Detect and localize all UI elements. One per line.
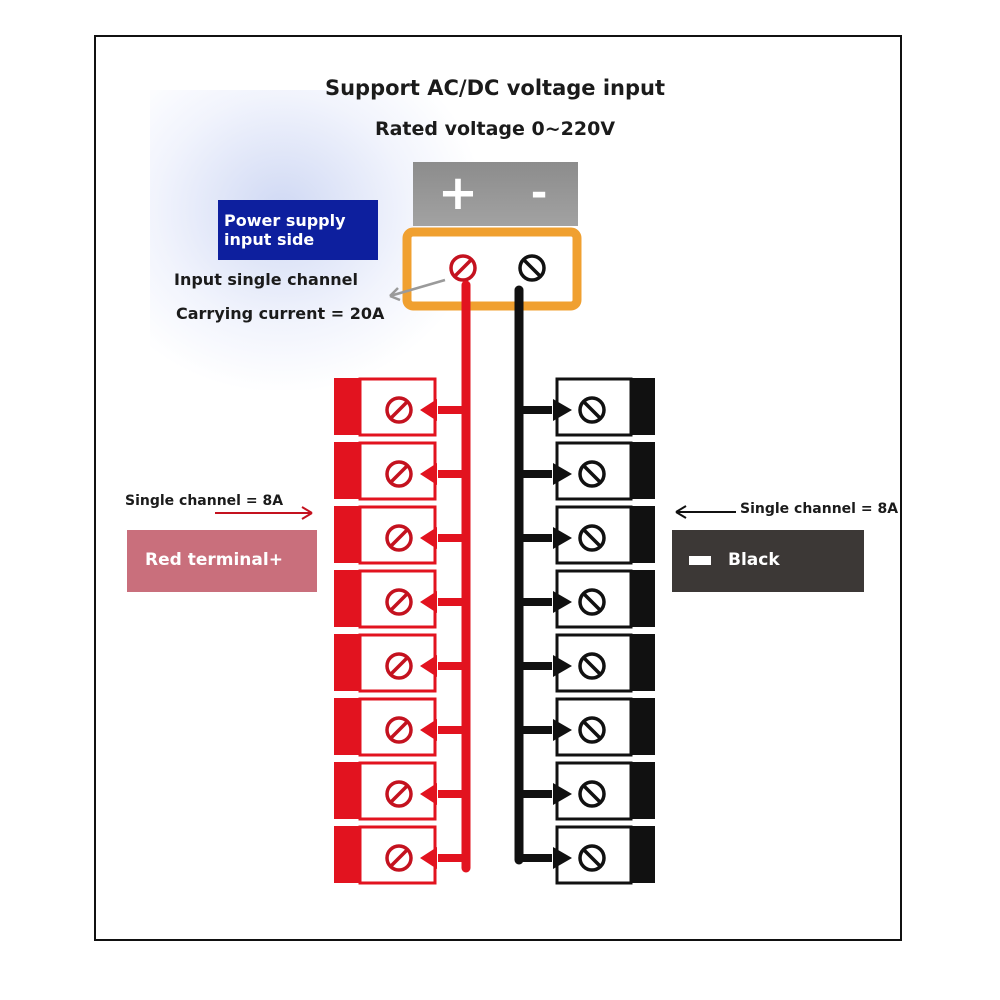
screw-icon	[578, 716, 606, 744]
screw-icon	[578, 460, 606, 488]
screw-icon	[385, 524, 413, 552]
screw-icon	[385, 460, 413, 488]
screw-icon	[578, 524, 606, 552]
red-terminal-2	[334, 441, 466, 501]
screw-icon	[385, 396, 413, 424]
screw-icon	[385, 780, 413, 808]
black-terminal-8	[519, 825, 655, 885]
black-branch-arrow-icon	[519, 463, 572, 485]
black-branch-arrow-icon	[519, 783, 572, 805]
red-terminal-3	[334, 505, 466, 565]
plus-sign-icon: +	[437, 165, 479, 221]
black-terminal-bank	[519, 377, 655, 885]
screw-icon	[578, 780, 606, 808]
red-branch-arrow-icon	[420, 527, 466, 549]
input-current-label: Carrying current = 20A	[176, 304, 385, 323]
red-branch-arrow-icon	[420, 655, 466, 677]
black-channel-current-label: Single channel = 8A	[740, 501, 899, 517]
red-terminal-label: Red terminal+	[145, 550, 283, 570]
input-channel-label: Input single channel	[174, 270, 358, 289]
red-terminal-4	[334, 569, 466, 629]
red-terminal-8	[334, 825, 466, 885]
left-current-arrow-icon	[215, 506, 313, 520]
screw-icon	[385, 652, 413, 680]
red-terminal-5	[334, 633, 466, 693]
title-rated-voltage: Rated voltage 0~220V	[374, 118, 616, 140]
red-terminal-1	[334, 377, 466, 437]
red-branch-arrow-icon	[420, 719, 466, 741]
red-terminal-bank	[334, 377, 466, 885]
black-terminal-7	[519, 761, 655, 821]
title-voltage-input: Support AC/DC voltage input	[324, 76, 666, 100]
power-supply-label-line1: Power supply	[224, 211, 346, 230]
input-screw-positive-icon	[449, 254, 477, 282]
black-terminal-badge: Black terminal	[672, 530, 864, 630]
red-branch-arrow-icon	[420, 463, 466, 485]
screw-icon	[578, 588, 606, 616]
black-terminal-6	[519, 697, 655, 757]
black-terminal-5	[519, 633, 655, 693]
screw-icon	[578, 396, 606, 424]
red-terminal-7	[334, 761, 466, 821]
red-terminal-6	[334, 697, 466, 757]
red-branch-arrow-icon	[420, 591, 466, 613]
black-branch-arrow-icon	[519, 591, 572, 613]
polarity-sign-bar: + -	[413, 162, 578, 226]
screw-icon	[385, 588, 413, 616]
minus-bar-icon	[689, 556, 711, 565]
screw-icon	[385, 844, 413, 872]
input-terminal-block	[402, 227, 582, 311]
power-supply-input-label: Power supply input side	[218, 200, 378, 260]
red-branch-arrow-icon	[420, 399, 466, 421]
red-branch-arrow-icon	[420, 847, 466, 869]
black-branch-arrow-icon	[519, 399, 572, 421]
red-terminal-badge: Red terminal+	[127, 530, 317, 592]
red-channel-current-label: Single channel = 8A	[125, 493, 284, 509]
minus-sign-icon: -	[530, 170, 548, 216]
screw-icon	[578, 844, 606, 872]
black-terminal-1	[519, 377, 655, 437]
black-terminal-label: Black terminal	[728, 550, 809, 630]
input-screw-negative-icon	[518, 254, 546, 282]
black-branch-arrow-icon	[519, 527, 572, 549]
black-branch-arrow-icon	[519, 719, 572, 741]
black-terminal-2	[519, 441, 655, 501]
screw-icon	[578, 652, 606, 680]
red-branch-arrow-icon	[420, 783, 466, 805]
black-terminal-4	[519, 569, 655, 629]
input-pointer-arrow-icon	[389, 278, 446, 298]
screw-icon	[385, 716, 413, 744]
power-supply-label-line2: input side	[224, 230, 315, 249]
black-terminal-3	[519, 505, 655, 565]
right-current-arrow-icon	[675, 505, 736, 519]
black-branch-arrow-icon	[519, 655, 572, 677]
black-branch-arrow-icon	[519, 847, 572, 869]
